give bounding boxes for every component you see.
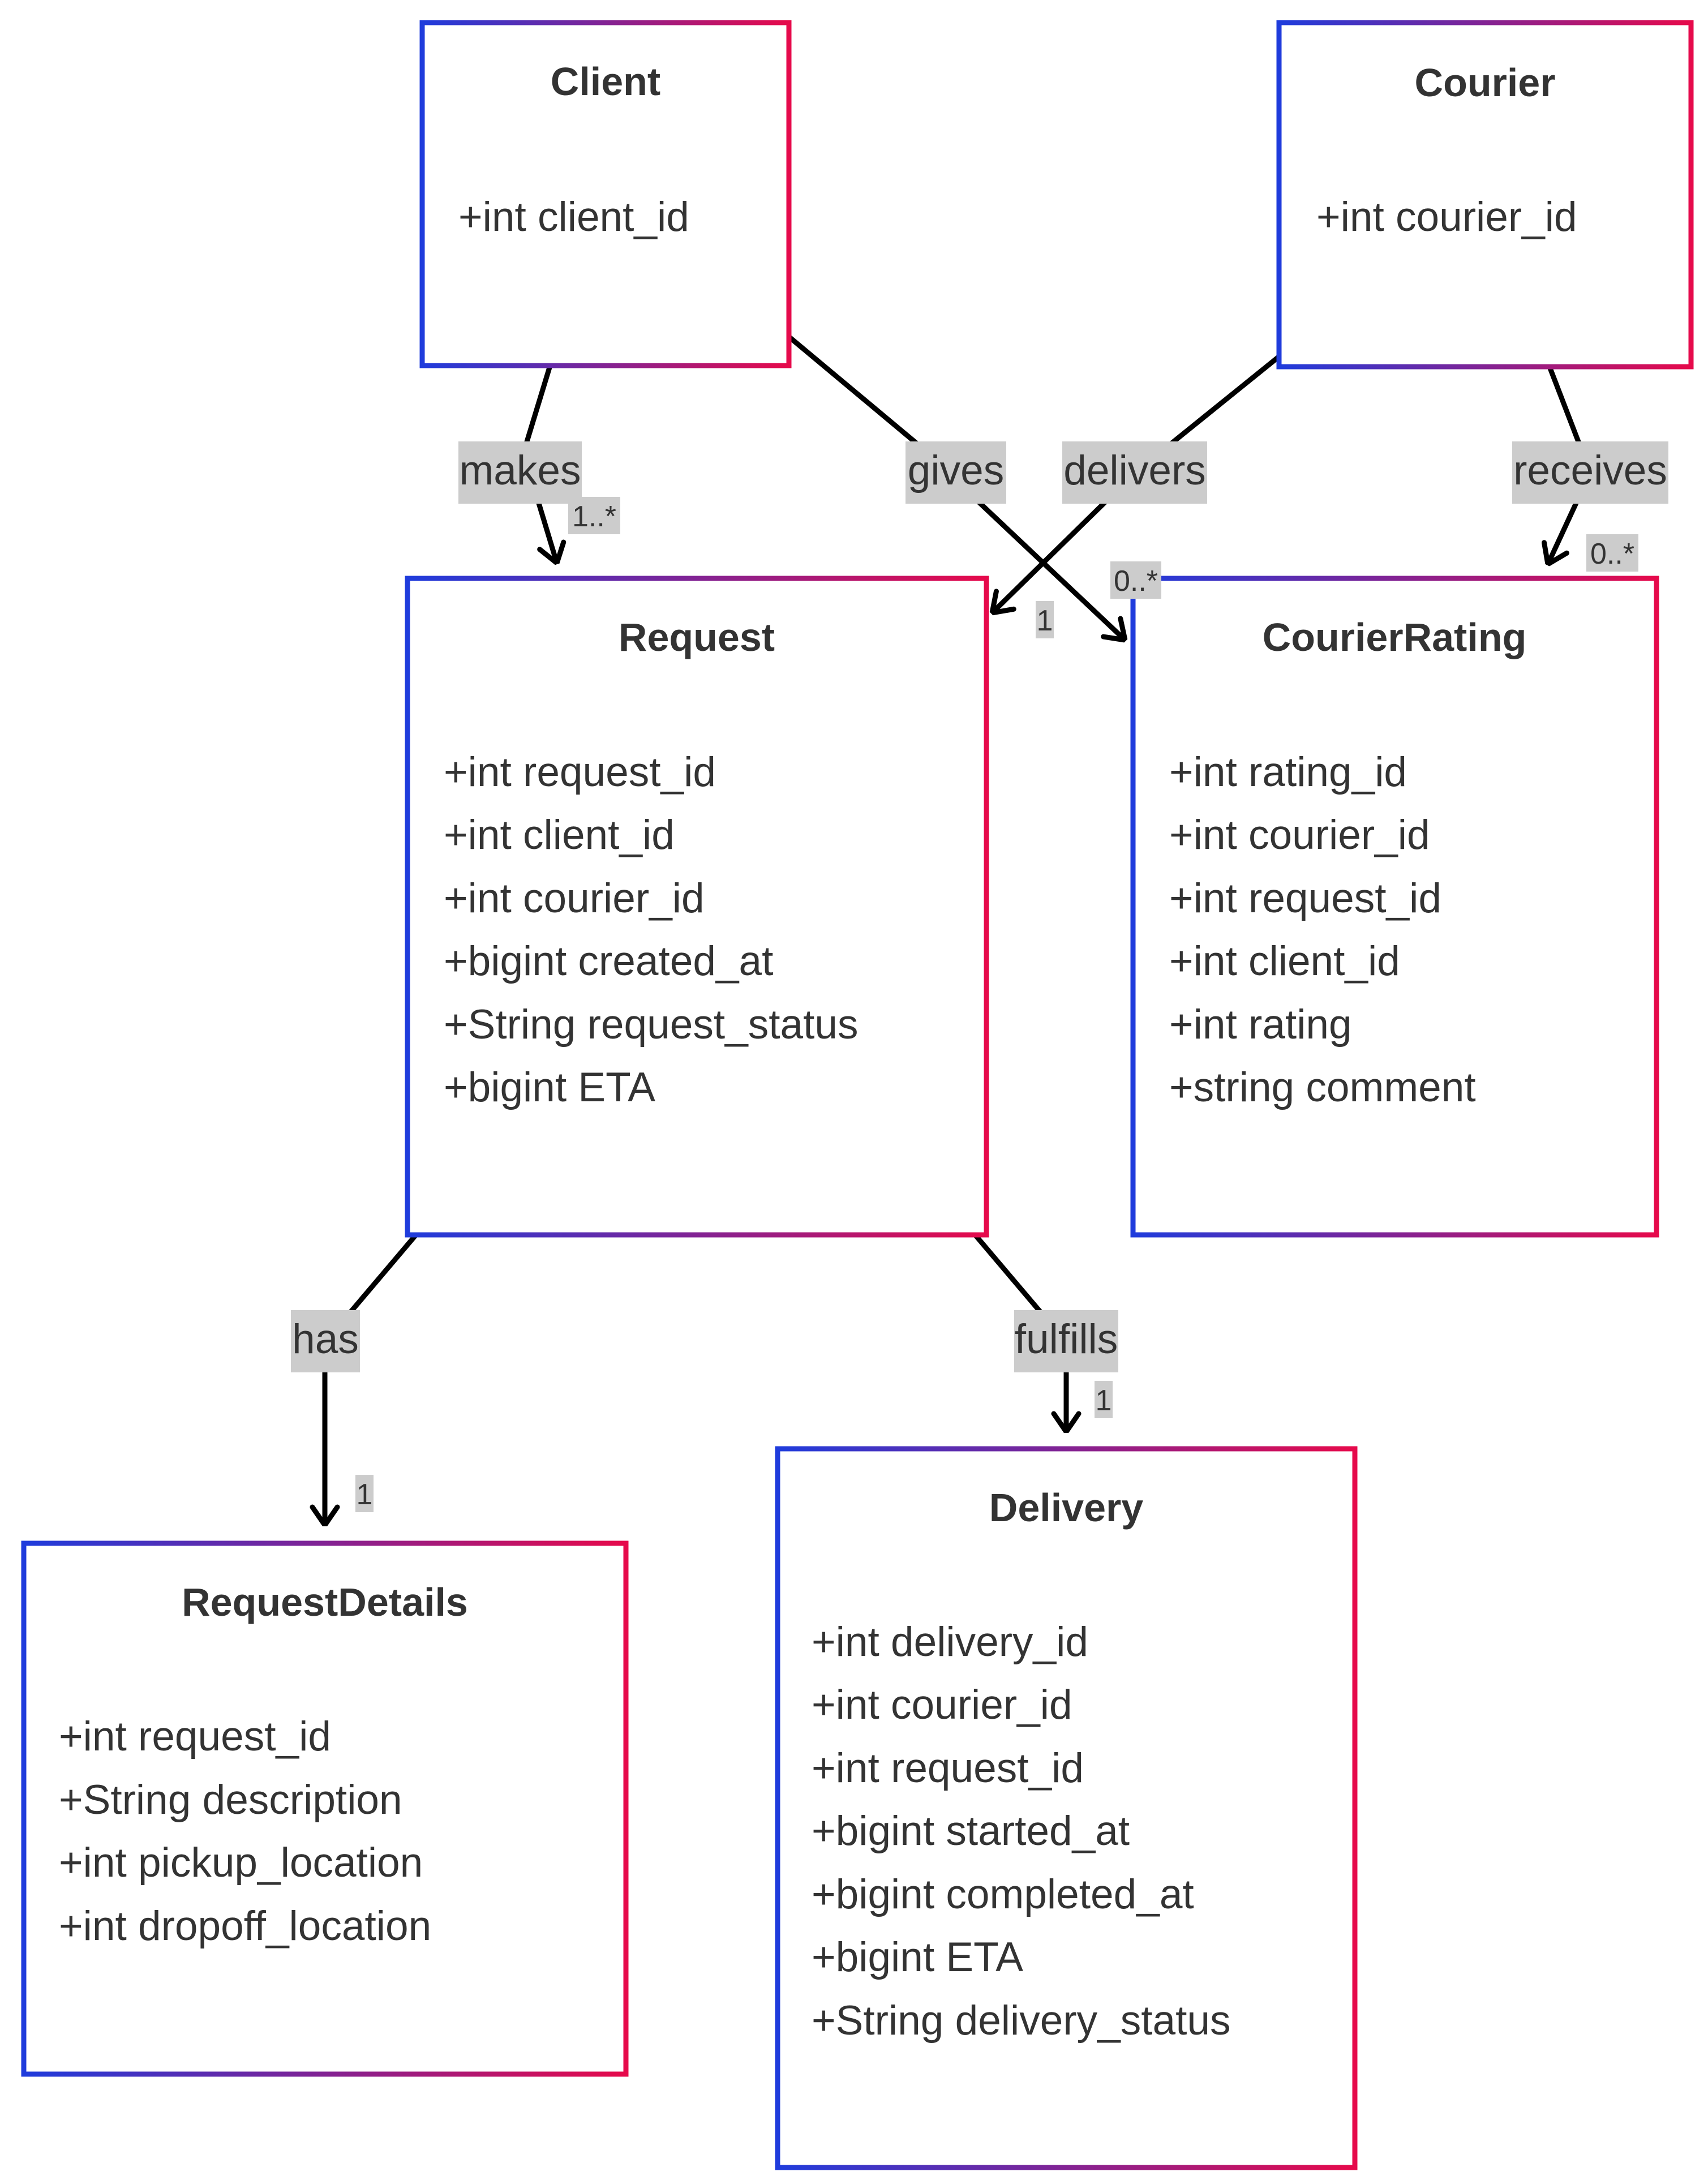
multiplicity-text: 1..* [572,500,616,533]
attribute: +int client_id [444,812,675,858]
class-title: Delivery [989,1486,1143,1530]
attribute: +int rating_id [1169,749,1407,795]
class-client[interactable]: Client +int client_id [419,20,792,368]
attribute: +bigint ETA [444,1065,655,1110]
attribute: +int delivery_id [812,1619,1088,1665]
multiplicity-fulfills: 1 [1095,1381,1113,1418]
attribute: +String delivery_status [812,1998,1231,2044]
attribute: +int request_id [1169,875,1441,921]
multiplicity-text: 1 [1037,604,1053,637]
multiplicity-makes: 1..* [568,497,620,534]
attribute: +int request_id [444,749,716,795]
edge-label-makes: makes [458,441,582,504]
attribute: +int rating [1169,1002,1352,1048]
class-delivery[interactable]: Delivery +int delivery_id +int courier_i… [775,1446,1358,2170]
multiplicity-text: 0..* [1590,538,1634,570]
edge-label-receives: receives [1512,441,1668,504]
class-courier[interactable]: Courier +int courier_id [1276,20,1694,370]
attribute: +int client_id [1169,938,1400,984]
attribute: +int request_id [59,1714,331,1759]
multiplicity-text: 0..* [1114,565,1158,598]
attribute: +int courier_id [812,1682,1072,1728]
attribute: +bigint ETA [812,1934,1023,1980]
multiplicity-gives: 0..* [1110,561,1161,599]
class-title: Courier [1415,61,1556,105]
class-request-details[interactable]: RequestDetails +int request_id +String d… [21,1540,629,2077]
multiplicity-has: 1 [355,1475,374,1512]
edge-label-has: has [291,1310,360,1372]
attribute: +int request_id [812,1745,1084,1791]
attribute: +int client_id [458,194,689,240]
edge-label-text: gives [908,448,1004,493]
attribute: +String request_status [444,1002,858,1048]
class-title: CourierRating [1263,615,1527,659]
attribute: +string comment [1169,1065,1476,1110]
edge-label-text: delivers [1063,448,1206,493]
attribute: +int courier_id [1316,194,1577,240]
class-courier-rating[interactable]: CourierRating +int rating_id +int courie… [1130,576,1659,1238]
class-title: Request [619,615,775,659]
multiplicity-text: 1 [357,1478,373,1511]
attribute: +bigint completed_at [812,1872,1194,1917]
attribute: +int courier_id [1169,812,1430,858]
class-title: Client [551,59,660,104]
attribute: +bigint started_at [812,1808,1130,1854]
attribute: +String description [59,1777,402,1823]
multiplicity-receives: 0..* [1586,534,1638,572]
attribute: +int pickup_location [59,1840,423,1886]
attribute: +bigint created_at [444,938,773,984]
edge-label-delivers: delivers [1062,441,1207,504]
edge-label-text: receives [1513,448,1667,493]
attribute: +int dropoff_location [59,1903,431,1949]
edge-label-text: makes [459,448,581,493]
multiplicity-text: 1 [1096,1384,1112,1417]
edge-label-fulfills: fulfills [1014,1310,1118,1372]
edge-label-text: fulfills [1015,1316,1118,1362]
edge-label-text: has [292,1316,359,1362]
class-request[interactable]: Request +int request_id +int client_id +… [405,576,989,1238]
multiplicity-delivers: 1 [1036,601,1054,638]
attribute: +int courier_id [444,875,705,921]
edge-label-gives: gives [906,441,1006,504]
class-title: RequestDetails [182,1580,468,1624]
